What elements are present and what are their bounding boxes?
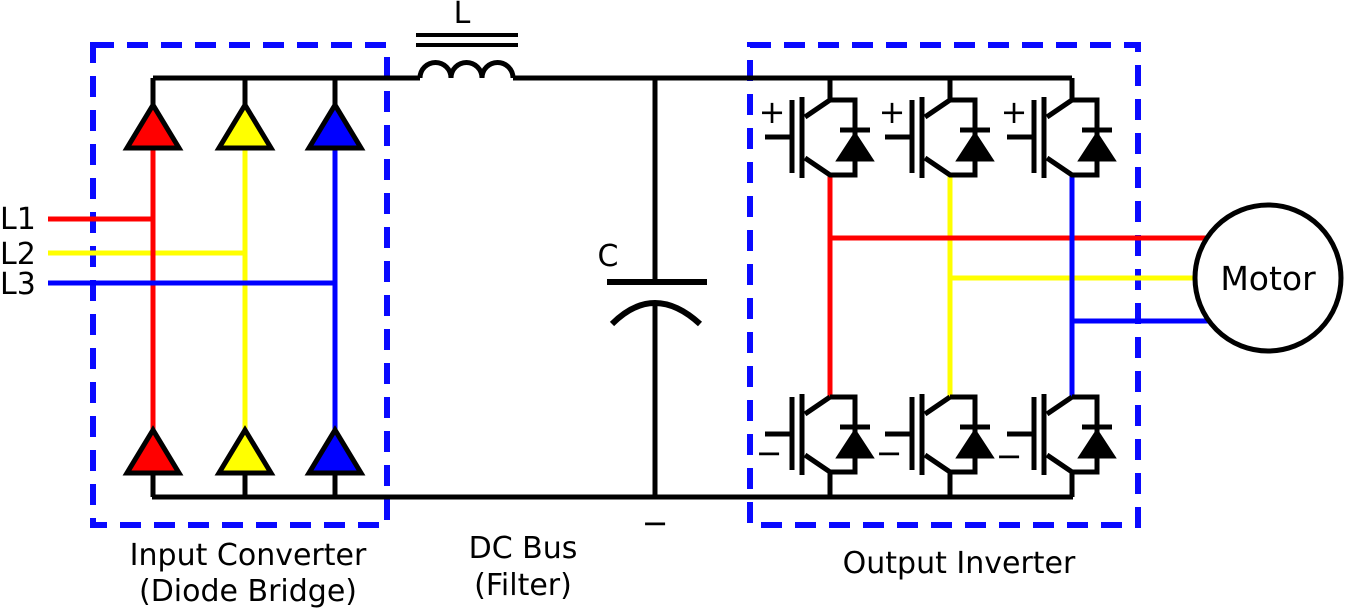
plus-sign-top-a: +	[759, 93, 786, 131]
plus-sign-top-b: +	[879, 93, 906, 131]
motor-label: Motor	[1220, 259, 1316, 298]
inductor-label: L	[454, 0, 471, 31]
diode-bottom-stubs	[150, 473, 338, 497]
dc-bus-minus-label: −	[642, 504, 669, 542]
output-inverter-caption: Output Inverter	[843, 546, 1076, 581]
input-converter-caption-line2: (Diode Bridge)	[139, 574, 357, 609]
diode-icon-bottom-l3	[304, 425, 366, 476]
igbt-collector-taps	[827, 78, 1075, 100]
input-converter-caption-line1: Input Converter	[130, 538, 367, 573]
diode-bridge	[122, 100, 366, 476]
igbt-icon-bottom-c	[1007, 394, 1114, 475]
diode-icon-top-l3	[304, 100, 366, 151]
phase-b-wires	[48, 148, 1200, 430]
inductor-core-icon	[416, 33, 518, 47]
dc-bus-caption-line2: (Filter)	[474, 568, 572, 603]
phase-input-label-l1: L1	[0, 202, 36, 237]
minus-sign-bottom-a: −	[756, 434, 783, 472]
diode-icon-top-l2	[214, 100, 276, 151]
diode-icon-top-l1	[122, 100, 184, 151]
output-inverter-box	[747, 42, 1141, 528]
motor-symbol	[1192, 202, 1344, 354]
phase-input-label-l2: L2	[0, 237, 36, 272]
inductor-coil-icon	[417, 60, 516, 79]
plus-sign-top-c: +	[1001, 93, 1028, 131]
phase-input-label-l3: L3	[0, 267, 36, 302]
minus-sign-bottom-b: −	[876, 434, 903, 472]
diode-icon-bottom-l1	[122, 425, 184, 476]
diode-icon-bottom-l2	[214, 425, 276, 476]
capacitor-icon	[607, 78, 707, 497]
phase-a-wires	[48, 148, 1210, 430]
minus-sign-bottom-c: −	[996, 437, 1023, 475]
inverter-igbts	[765, 97, 1114, 475]
capacitor-label: C	[598, 239, 619, 274]
phase-c-wires	[48, 148, 1210, 430]
dc-bus-caption-line1: DC Bus	[469, 531, 578, 566]
igbt-emitter-stubs	[827, 472, 1075, 497]
